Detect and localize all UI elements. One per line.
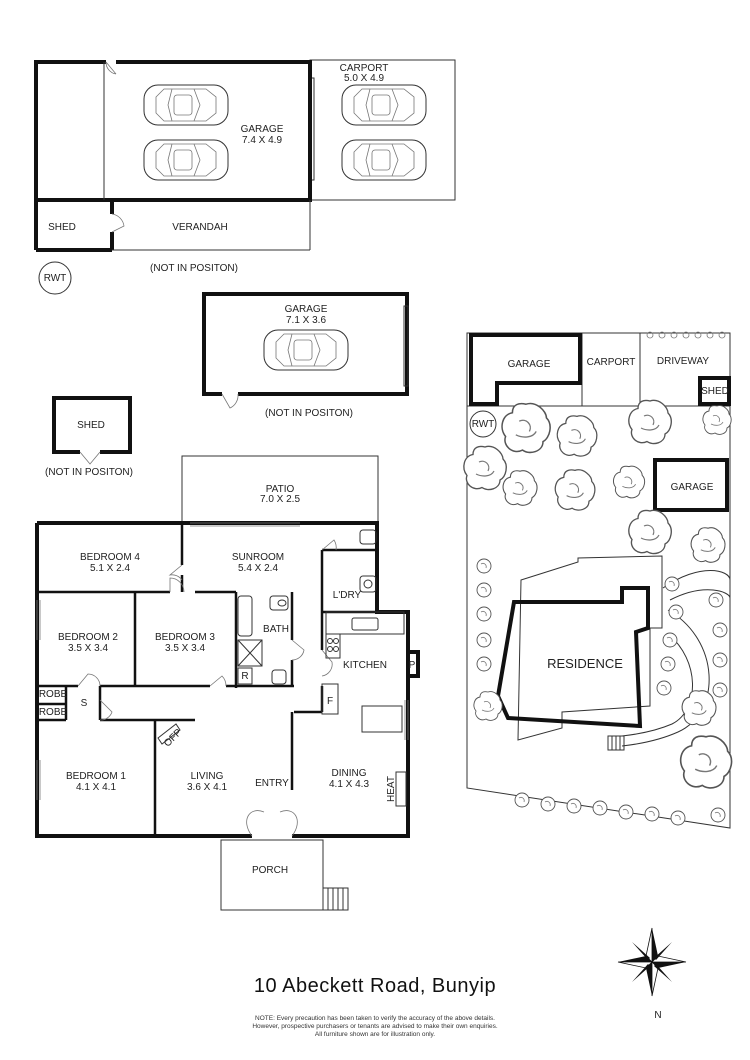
residence-label: RESIDENCE <box>547 656 623 671</box>
patio-label: PATIO <box>266 484 295 495</box>
compass-north-label: N <box>654 1010 661 1021</box>
dining-label: DINING <box>332 768 367 779</box>
car-icon <box>341 84 427 126</box>
car-icon <box>143 84 229 126</box>
compass-rose-icon: N <box>617 927 687 1021</box>
garage-mid-label: GARAGE <box>285 304 328 315</box>
site-garage-label: GARAGE <box>508 359 551 370</box>
bedroom1-dim: 4.1 X 4.1 <box>76 782 116 793</box>
verandah-label: VERANDAH <box>172 222 228 233</box>
bedroom1-label: BEDROOM 1 <box>66 771 126 782</box>
site-shed-label: SHED <box>701 386 729 397</box>
garage-top-label: GARAGE <box>241 124 284 135</box>
shed-mid-label: SHED <box>77 420 105 431</box>
patio-dim: 7.0 X 2.5 <box>260 494 300 505</box>
living-label: LIVING <box>191 771 224 782</box>
robe1-label: ROBE <box>39 689 68 700</box>
middle-garage: GARAGE 7.1 X 3.6 (NOT IN POSITON) <box>202 292 409 419</box>
disclaimer-line: NOTE: Every precaution has been taken to… <box>255 1015 495 1022</box>
sunroom-label: SUNROOM <box>232 552 284 563</box>
site-garage2-label: GARAGE <box>671 482 714 493</box>
living-dim: 3.6 X 4.1 <box>187 782 227 793</box>
bedroom3-label: BEDROOM 3 <box>155 632 215 643</box>
rwt-tank <box>38 261 72 295</box>
s-label: S <box>81 698 88 709</box>
p-label: P <box>409 660 416 671</box>
property-address: 10 Abeckett Road, Bunyip <box>253 975 497 997</box>
carport-label: CARPORT <box>340 63 389 74</box>
bath-label: BATH <box>263 624 289 635</box>
shed-top-label: SHED <box>48 222 76 233</box>
top-outbuilding: CARPORT 5.0 X 4.9 GARAGE 7.4 X 4.9 SHED … <box>34 59 456 295</box>
site-rwt-label: RWT <box>472 419 495 430</box>
car-icon <box>263 329 349 371</box>
dining-dim: 4.1 X 4.3 <box>329 779 369 790</box>
car-icon <box>341 139 427 181</box>
bedroom3-dim: 3.5 X 3.4 <box>165 643 205 654</box>
bedroom2-label: BEDROOM 2 <box>58 632 118 643</box>
carport-dim: 5.0 X 4.9 <box>344 73 384 84</box>
disclaimer-line: All furniture shown are for illustration… <box>314 1031 436 1038</box>
porch-label: PORCH <box>252 865 288 876</box>
rwt-label: RWT <box>44 273 67 284</box>
site-driveway-label: DRIVEWAY <box>657 356 710 367</box>
disclaimer-line: However, prospective purchasers or tenan… <box>252 1023 498 1030</box>
site-plan: GARAGE CARPORT DRIVEWAY SHED RWT GARAGE … <box>463 331 733 829</box>
boundary-hedge <box>646 331 726 339</box>
sunroom-dim: 5.4 X 2.4 <box>238 563 278 574</box>
heat-label: HEAT <box>386 776 397 802</box>
site-carport-label: CARPORT <box>587 357 636 368</box>
r-label: R <box>241 671 248 682</box>
bedroom4-label: BEDROOM 4 <box>80 552 140 563</box>
garage-top-dim: 7.4 X 4.9 <box>242 135 282 146</box>
main-house-plan: PATIO 7.0 X 2.5 BEDROOM 4 5.1 X 2.4 SUNR… <box>35 455 420 911</box>
small-shed: SHED (NOT IN POSITON) <box>45 396 133 478</box>
disclaimer: NOTE: Every precaution has been taken to… <box>140 1015 610 1039</box>
ofp-label: OFP <box>162 727 185 750</box>
robe2-label: ROBE <box>39 707 68 718</box>
garage-mid-dim: 7.1 X 3.6 <box>286 315 326 326</box>
ldry-label: L'DRY <box>333 590 362 601</box>
f-label: F <box>327 696 333 707</box>
not-in-position-shed: (NOT IN POSITON) <box>45 467 133 478</box>
entry-label: ENTRY <box>255 778 289 789</box>
not-in-position-mid: (NOT IN POSITON) <box>265 408 353 419</box>
trees <box>463 399 733 826</box>
bedroom4-dim: 5.1 X 2.4 <box>90 563 130 574</box>
car-icon <box>143 139 229 181</box>
bedroom2-dim: 3.5 X 3.4 <box>68 643 108 654</box>
kitchen-label: KITCHEN <box>343 660 387 671</box>
not-in-position-top: (NOT IN POSITON) <box>150 263 238 274</box>
